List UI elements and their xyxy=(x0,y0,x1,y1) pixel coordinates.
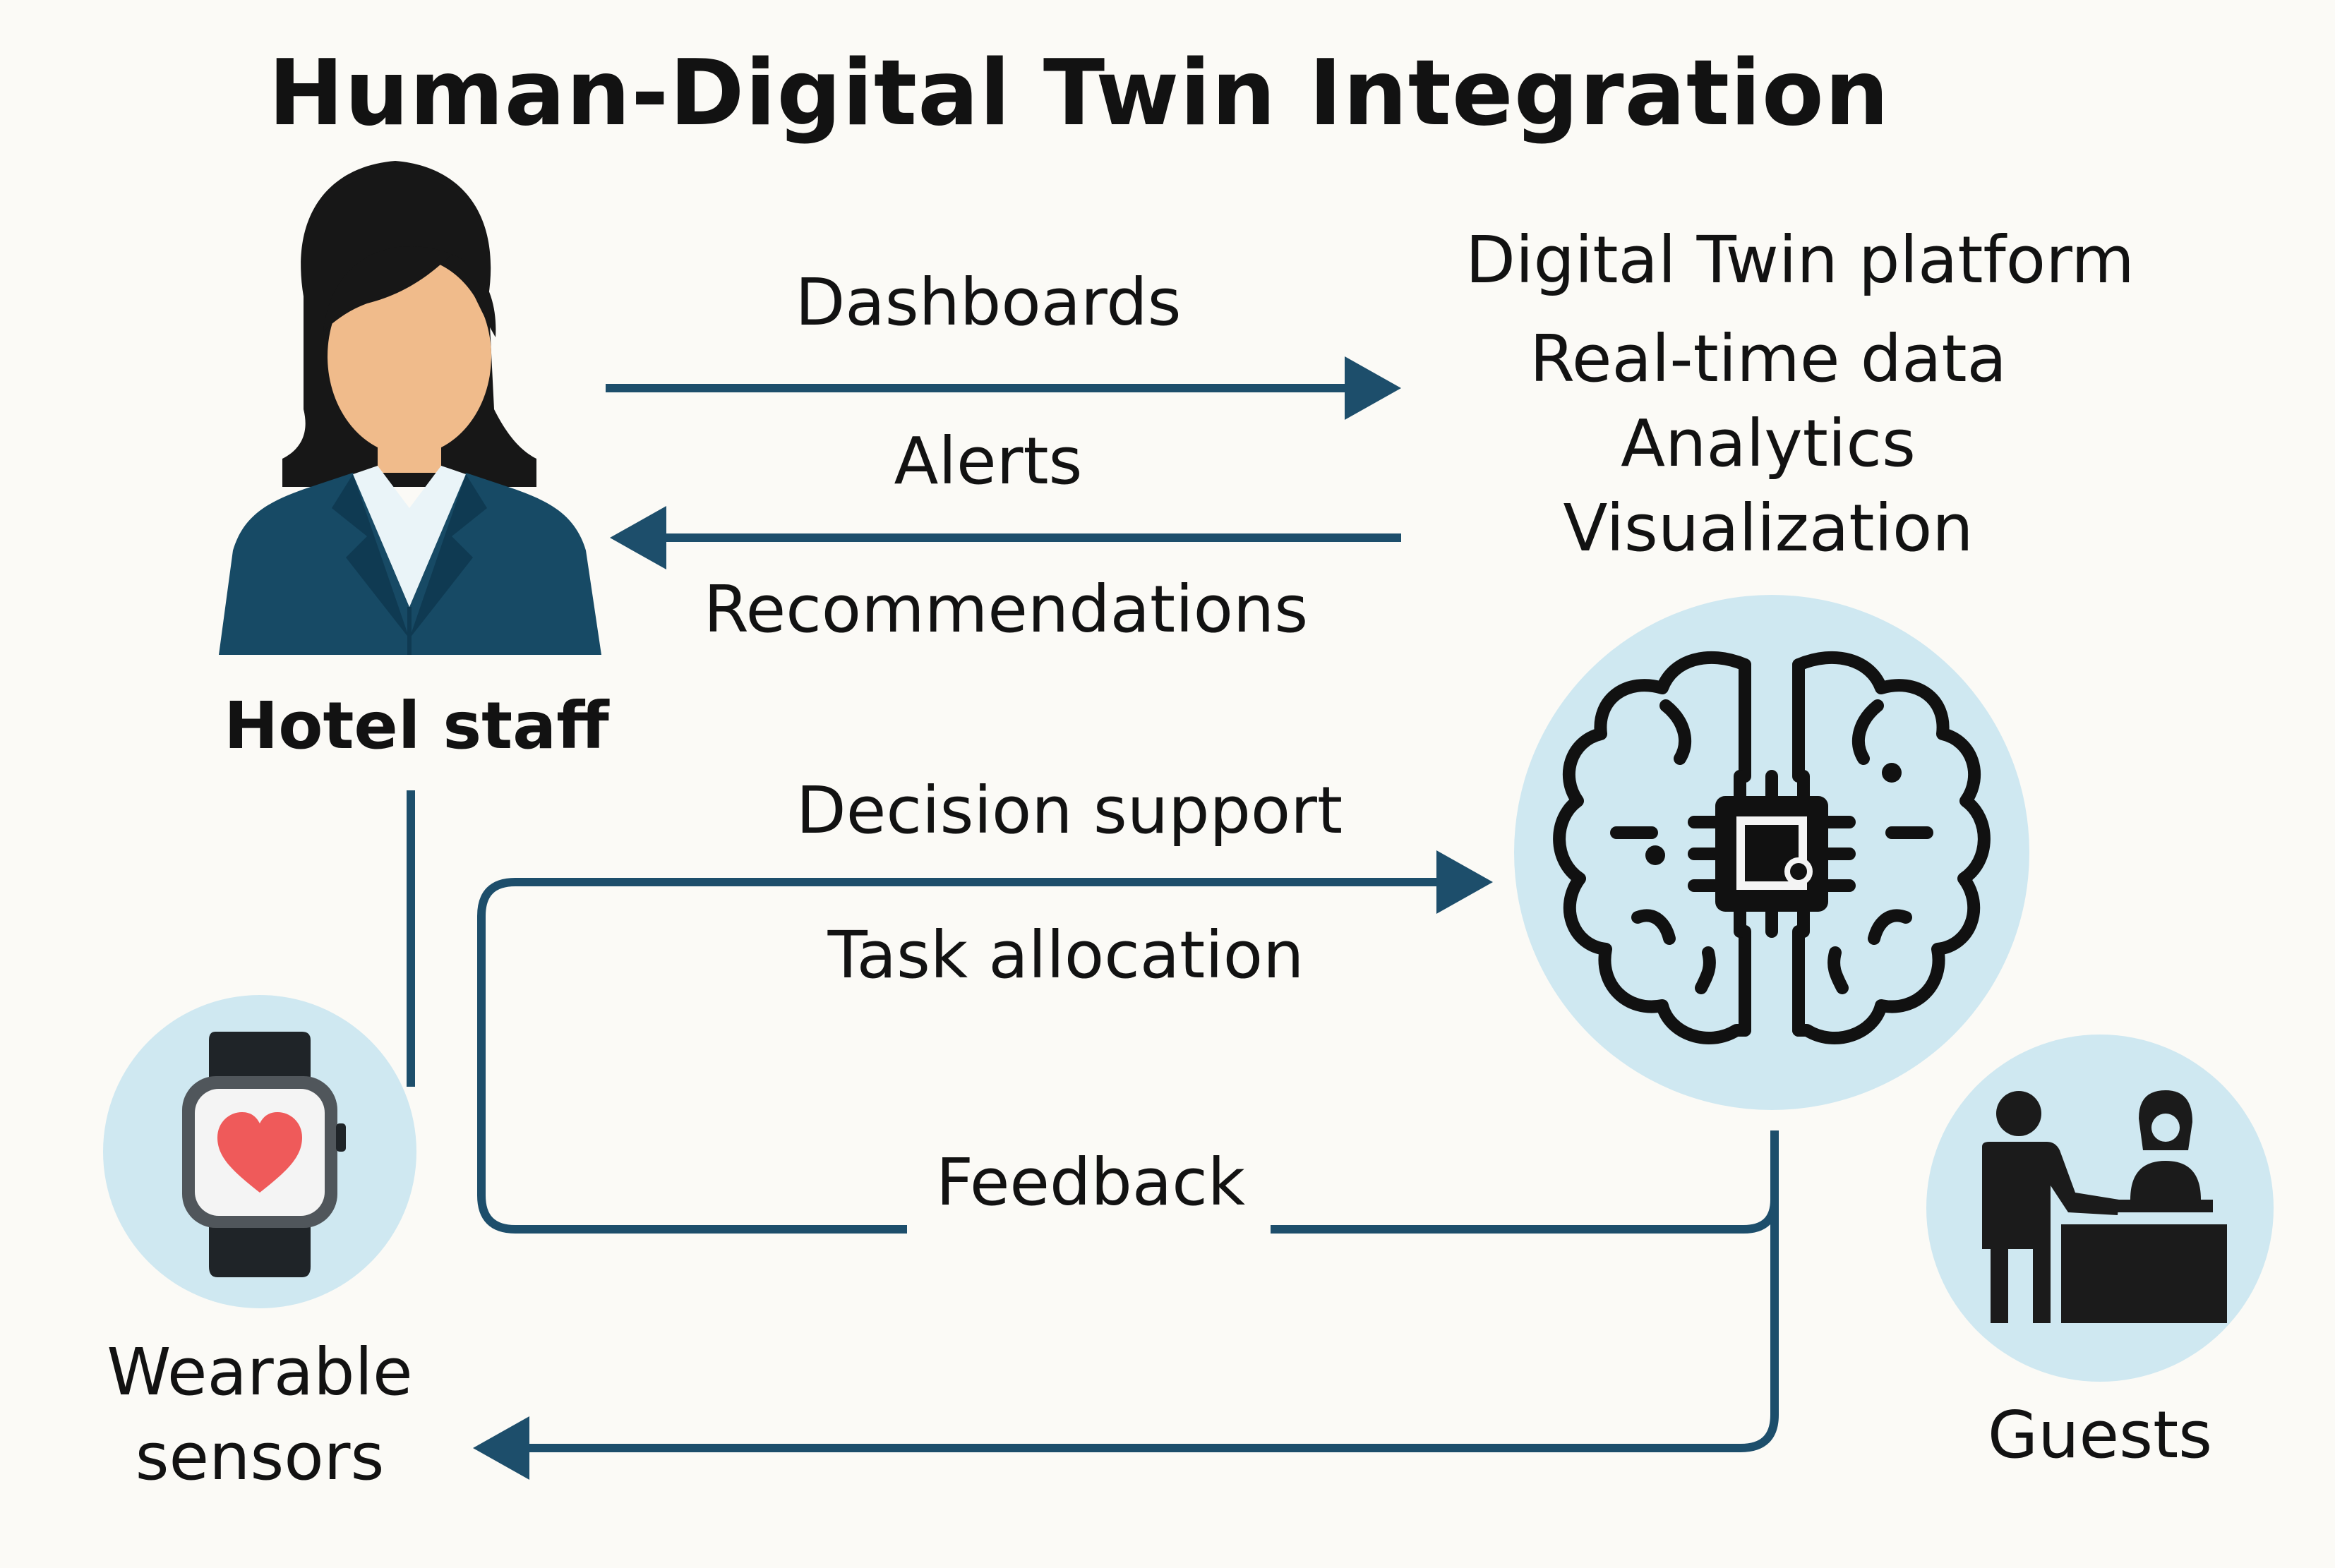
decision-support-label: Decision support xyxy=(796,773,1343,848)
page-title: Human-Digital Twin Integration xyxy=(268,41,1890,146)
brain-chip-icon xyxy=(1553,651,1991,1045)
platform-feature-analytics: Analytics xyxy=(1621,406,1916,481)
recommendations-label: Recommendations xyxy=(703,572,1309,647)
alerts-label: Alerts xyxy=(894,423,1083,499)
decision-support-loop xyxy=(477,850,1493,1234)
dashboards-arrow xyxy=(606,356,1401,420)
guests-label: Guests xyxy=(1987,1397,2213,1473)
feedback-label: Feedback xyxy=(935,1145,1246,1220)
task-allocation-label: Task allocation xyxy=(827,917,1304,993)
platform-to-wearable-arrow xyxy=(473,1200,1779,1480)
chip-body xyxy=(1715,796,1828,912)
platform-feature-visualization: Visualization xyxy=(1563,490,1974,566)
guests-node xyxy=(1926,1035,2274,1382)
wearable-sensors-label: Wearable sensors xyxy=(107,1330,412,1500)
feedback-line xyxy=(1271,1130,1779,1234)
platform-heading: Digital Twin platform xyxy=(1465,222,2135,298)
heart-icon xyxy=(217,1112,302,1193)
platform-feature-realtime: Real-time data xyxy=(1530,321,2007,397)
hotel-staff-person-icon xyxy=(219,161,601,655)
hotel-staff-label: Hotel staff xyxy=(224,688,609,764)
wearable-label-line-1: Wearable xyxy=(107,1334,413,1410)
dashboards-label: Dashboards xyxy=(795,265,1182,340)
digital-twin-brain-node xyxy=(1514,595,2029,1110)
wearable-label-line-2: sensors xyxy=(135,1419,385,1495)
reception-desk-icon xyxy=(1982,1090,2227,1323)
alerts-arrow xyxy=(610,506,1401,569)
wearable-sensors-node xyxy=(103,995,416,1308)
